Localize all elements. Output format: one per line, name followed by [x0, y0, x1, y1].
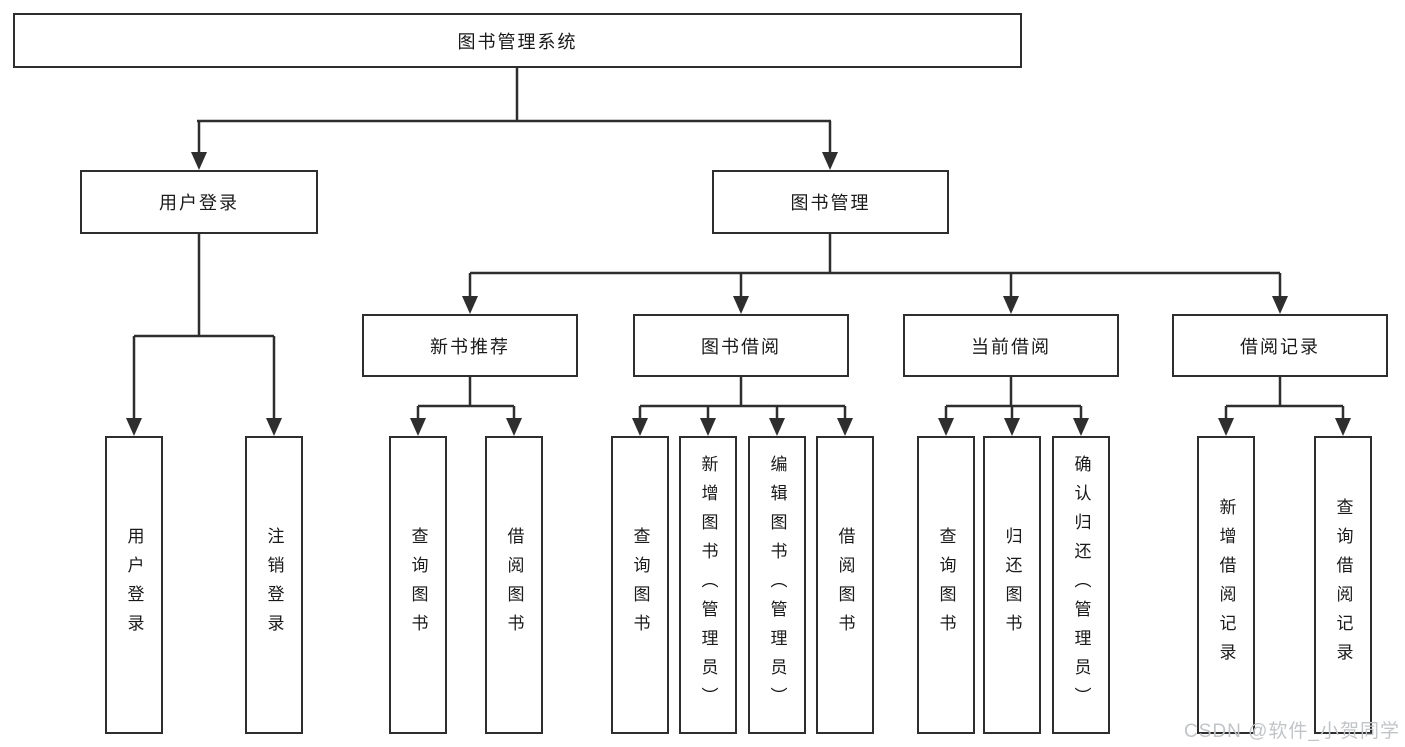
leaf-add-book-admin: 新增图书（管理员） — [679, 436, 737, 734]
leaf-borrow-books-borrowing: 借阅图书 — [816, 436, 874, 734]
node-label: 图书管理 — [790, 193, 871, 213]
leaf-query-books-recommend: 查询图书 — [389, 436, 447, 734]
node-label: 查询图书 — [408, 527, 428, 643]
csdn-watermark: CSDN @软件_小贺同学 — [1184, 721, 1400, 742]
node-label: 归还图书 — [1002, 527, 1022, 643]
node-label: 用户登录 — [124, 527, 144, 643]
node-label: 当前借阅 — [971, 336, 1051, 357]
node-label: 图书管理系统 — [457, 31, 578, 52]
leaf-query-borrow-record: 查询借阅记录 — [1314, 436, 1372, 734]
leaf-query-books-borrowing: 查询图书 — [611, 436, 669, 734]
edge-new-book-recommend-to-leaves — [416, 377, 516, 419]
edge-borrowing-records-to-leaves — [1224, 377, 1345, 419]
leaf-add-borrow-record: 新增借阅记录 — [1197, 436, 1255, 734]
leaf-edit-book-admin: 编辑图书（管理员） — [748, 436, 806, 734]
node-book-borrowing: 图书借阅 — [633, 314, 849, 377]
node-label: 新书推荐 — [430, 336, 510, 357]
node-label: 查询图书 — [936, 527, 956, 643]
leaf-return-book: 归还图书 — [983, 436, 1041, 734]
node-label: 借阅记录 — [1240, 336, 1320, 357]
edge-user-login-to-leaves — [132, 234, 276, 419]
node-label: 查询借阅记录 — [1333, 498, 1353, 672]
node-label: 借阅图书 — [835, 527, 855, 643]
node-label: 编辑图书（管理员） — [767, 454, 787, 716]
node-label: 借阅图书 — [504, 527, 524, 643]
node-new-book-recommend: 新书推荐 — [362, 314, 578, 377]
edge-root-to-level1 — [197, 68, 832, 153]
node-label: 注销登录 — [264, 527, 284, 643]
node-label: 新增借阅记录 — [1216, 498, 1236, 672]
node-borrowing-records: 借阅记录 — [1172, 314, 1388, 377]
node-label: 查询图书 — [630, 527, 650, 643]
edge-book-management-to-level2 — [468, 234, 1282, 297]
node-user-login: 用户登录 — [80, 170, 318, 234]
leaf-borrow-books-recommend: 借阅图书 — [485, 436, 543, 734]
arrowheads — [126, 152, 1351, 436]
node-root-library-management-system: 图书管理系统 — [13, 13, 1022, 68]
node-book-management: 图书管理 — [712, 170, 949, 234]
node-label: 用户登录 — [159, 193, 239, 213]
leaf-query-books-current: 查询图书 — [917, 436, 975, 734]
leaf-confirm-return-admin: 确认归还（管理员） — [1052, 436, 1110, 734]
leaf-user-login: 用户登录 — [105, 436, 163, 734]
node-label: 新增图书（管理员） — [698, 454, 718, 716]
leaf-logout: 注销登录 — [245, 436, 303, 734]
node-current-borrowing: 当前借阅 — [903, 314, 1119, 377]
edge-current-borrowing-to-leaves — [944, 377, 1083, 419]
edge-book-borrowing-to-leaves — [638, 377, 847, 419]
node-label: 确认归还（管理员） — [1071, 454, 1091, 716]
node-label: 图书借阅 — [701, 336, 781, 357]
